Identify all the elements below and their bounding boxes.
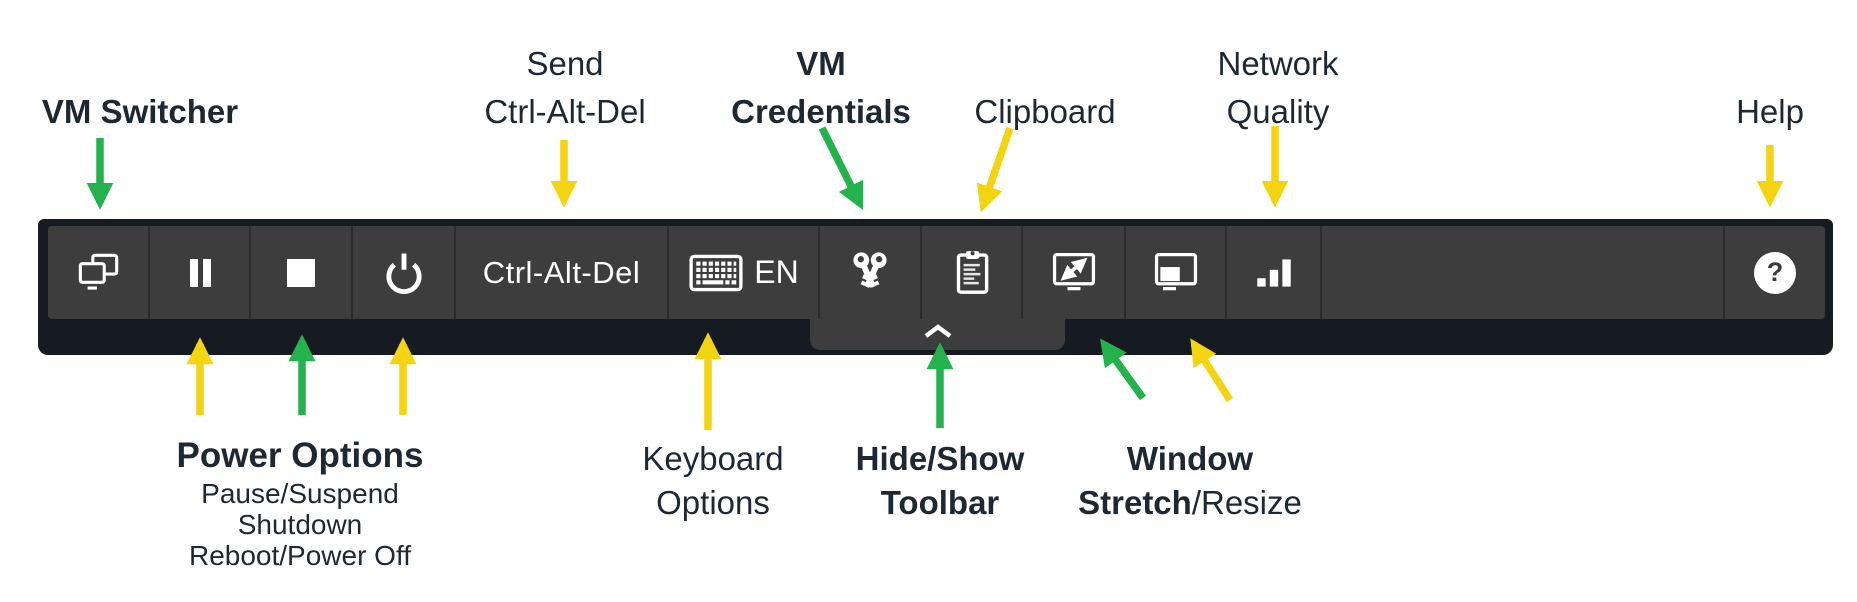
keyboard-options-button[interactable]: EN [669, 226, 820, 319]
vm-switcher-button[interactable] [48, 226, 150, 319]
stop-icon [287, 258, 315, 287]
annotation-hide-show-toolbar: Hide/Show Toolbar [855, 440, 1025, 521]
annotation-keyboard-options: Keyboard Options [642, 440, 784, 521]
help-button[interactable]: ? [1725, 226, 1825, 319]
window-resize-button[interactable] [1126, 226, 1227, 319]
vm-console-toolbar: Ctrl-Alt-Del EN [38, 219, 1833, 355]
annotation-window-stretch-resize: Window Stretch/Resize [1078, 440, 1302, 521]
clipboard-button[interactable] [922, 226, 1023, 319]
stop-button[interactable] [251, 226, 353, 319]
question-mark-icon: ? [1754, 251, 1796, 294]
arrow-vm-credentials [818, 126, 864, 211]
vm-credentials-button[interactable] [820, 226, 922, 319]
window-resize-icon [1154, 252, 1197, 290]
keyboard-language-label: EN [754, 254, 799, 290]
power-icon [385, 253, 422, 294]
toolbar-button-row: Ctrl-Alt-Del EN [48, 226, 1825, 319]
annotation-help: Help [1736, 93, 1804, 130]
annotation-network-quality: Network Quality [1217, 45, 1339, 130]
annotation-vm-switcher: VM Switcher [41, 93, 239, 130]
annotation-vm-credentials: VM Credentials [731, 45, 911, 130]
pause-button[interactable] [150, 226, 251, 319]
clipboard-icon [956, 250, 988, 294]
signal-bars-icon [1256, 258, 1291, 287]
arrow-clipboard [976, 126, 1014, 213]
keys-icon [853, 251, 887, 288]
stretch-arrows-icon [1052, 252, 1095, 290]
annotation-power-options: Power Options Pause/Suspend Shutdown Reb… [176, 436, 424, 571]
toolbar-empty-space [1322, 226, 1725, 319]
pause-icon [189, 258, 211, 287]
keyboard-icon [689, 254, 743, 291]
window-stretch-button[interactable] [1023, 226, 1126, 319]
chevron-up-icon [924, 324, 951, 338]
annotation-send-ctrl-alt-del: Send Ctrl-Alt-Del [484, 45, 646, 130]
ctrl-alt-del-label: Ctrl-Alt-Del [482, 254, 641, 290]
ctrl-alt-del-button[interactable]: Ctrl-Alt-Del [456, 226, 669, 319]
toolbar-hide-tab[interactable] [810, 319, 1065, 350]
network-quality-button[interactable] [1227, 226, 1322, 319]
vm-switcher-icon [78, 253, 119, 290]
power-button[interactable] [353, 226, 456, 319]
annotation-clipboard: Clipboard [974, 93, 1116, 130]
